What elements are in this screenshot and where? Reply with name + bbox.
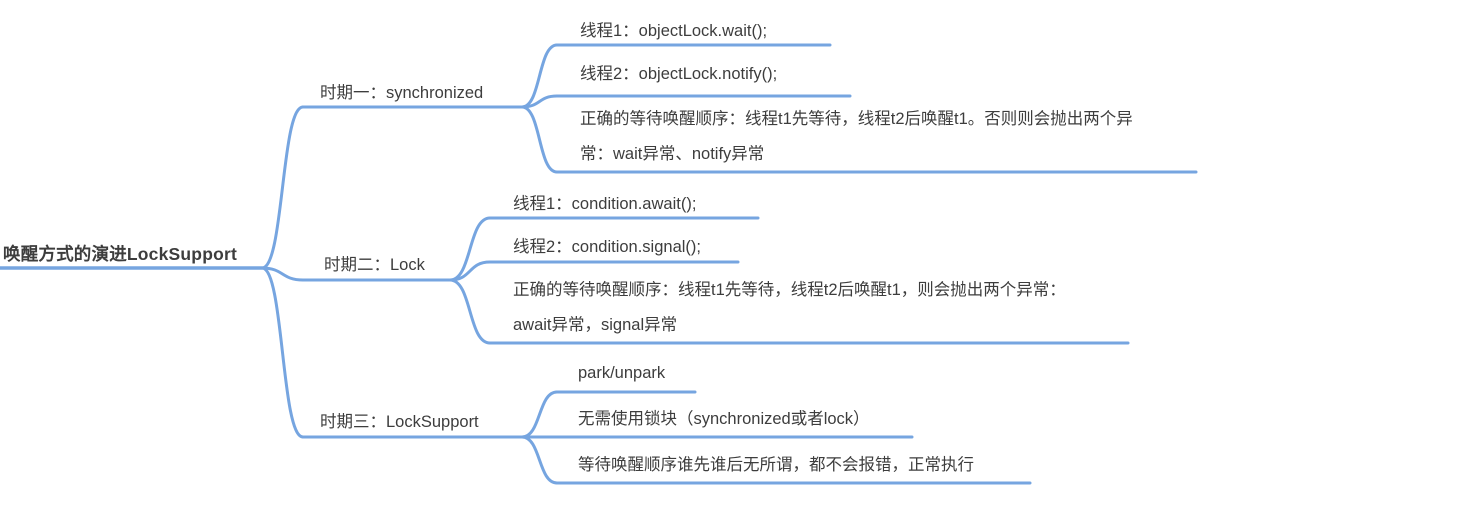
leaf-node-no-lock-block[interactable]: 无需使用锁块（synchronized或者lock）: [578, 410, 870, 428]
connector-branch2-child2: [448, 260, 492, 282]
connector-branch3-child1: [520, 390, 559, 439]
leaf-node-lock-order-rule[interactable]: 正确的等待唤醒顺序：线程t1先等待，线程t2后唤醒t1，则会抛出两个异常： aw…: [513, 281, 1066, 334]
connector-branch2-child1: [448, 216, 492, 282]
connector-root-branch2: [260, 266, 305, 282]
connector-root-branch3: [260, 266, 305, 439]
root-node[interactable]: 唤醒方式的演进LockSupport: [3, 244, 238, 264]
connector-branch1-child2: [520, 94, 559, 109]
connector-branch1-child3: [520, 105, 559, 174]
branch-node-lock[interactable]: 时期二：Lock: [324, 256, 425, 274]
leaf-node-synchronized-order-rule[interactable]: 正确的等待唤醒顺序：线程t1先等待，线程t2后唤醒t1。否则则会抛出两个异 常：…: [580, 110, 1133, 163]
leaf-node-condition-await[interactable]: 线程1：condition.await();: [513, 195, 697, 213]
branch-node-synchronized[interactable]: 时期一：synchronized: [320, 84, 484, 102]
leaf-node-objectlock-notify[interactable]: 线程2：objectLock.notify();: [580, 65, 778, 83]
leaf-node-objectlock-wait[interactable]: 线程1：objectLock.wait();: [580, 22, 768, 40]
connector-branch3-child3: [520, 435, 559, 485]
connector-branch1-child1: [520, 43, 559, 109]
leaf-node-park-unpark[interactable]: park/unpark: [578, 364, 666, 382]
leaf-node-any-order-ok[interactable]: 等待唤醒顺序谁先谁后无所谓，都不会报错，正常执行: [578, 456, 974, 474]
branch-node-locksupport[interactable]: 时期三：LockSupport: [320, 413, 479, 431]
leaf-node-condition-signal[interactable]: 线程2：condition.signal();: [513, 238, 701, 256]
connector-branch2-child3: [448, 278, 492, 345]
connector-root-branch1: [260, 105, 305, 270]
